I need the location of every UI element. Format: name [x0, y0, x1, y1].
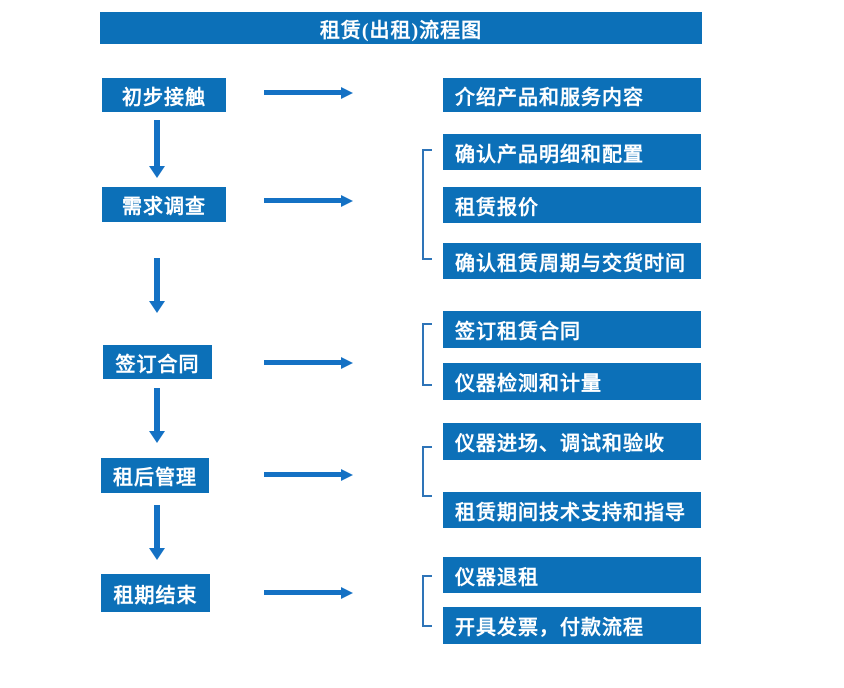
- detail-box-sign-rental-contract: 签订租赁合同: [443, 311, 701, 348]
- bracket-connector: [422, 149, 432, 260]
- detail-box-instrument-testing: 仪器检测和计量: [443, 363, 701, 400]
- step-box-post-rental-management: 租后管理: [101, 458, 209, 493]
- detail-box-rental-quote: 租赁报价: [443, 187, 701, 223]
- step-box-initial-contact: 初步接触: [102, 78, 226, 112]
- right-arrow-icon: [264, 86, 353, 99]
- step-box-sign-contract: 签订合同: [103, 345, 212, 379]
- down-arrow-icon: [149, 505, 165, 560]
- down-arrow-icon: [149, 388, 165, 443]
- right-arrow-icon: [264, 468, 353, 481]
- down-arrow-icon: [149, 120, 165, 178]
- detail-box-tech-support: 租赁期间技术支持和指导: [443, 492, 701, 528]
- bracket-connector: [422, 323, 432, 386]
- detail-box-instrument-return: 仪器退租: [443, 557, 701, 593]
- detail-box-introduce-products: 介绍产品和服务内容: [443, 78, 701, 112]
- right-arrow-icon: [264, 194, 353, 207]
- right-arrow-icon: [264, 356, 353, 369]
- detail-box-confirm-product-details: 确认产品明细和配置: [443, 134, 701, 170]
- right-arrow-icon: [264, 586, 353, 599]
- detail-box-instrument-setup-acceptance: 仪器进场、调试和验收: [443, 423, 701, 460]
- bracket-connector: [422, 446, 432, 497]
- detail-box-invoice-payment: 开具发票，付款流程: [443, 607, 701, 644]
- detail-box-confirm-period-delivery: 确认租赁周期与交货时间: [443, 243, 701, 279]
- down-arrow-icon: [149, 258, 165, 313]
- step-box-rental-period-end: 租期结束: [101, 574, 210, 612]
- step-box-demand-survey: 需求调查: [102, 187, 226, 222]
- title-bar: 租赁(出租)流程图: [100, 12, 702, 44]
- bracket-connector: [422, 575, 432, 627]
